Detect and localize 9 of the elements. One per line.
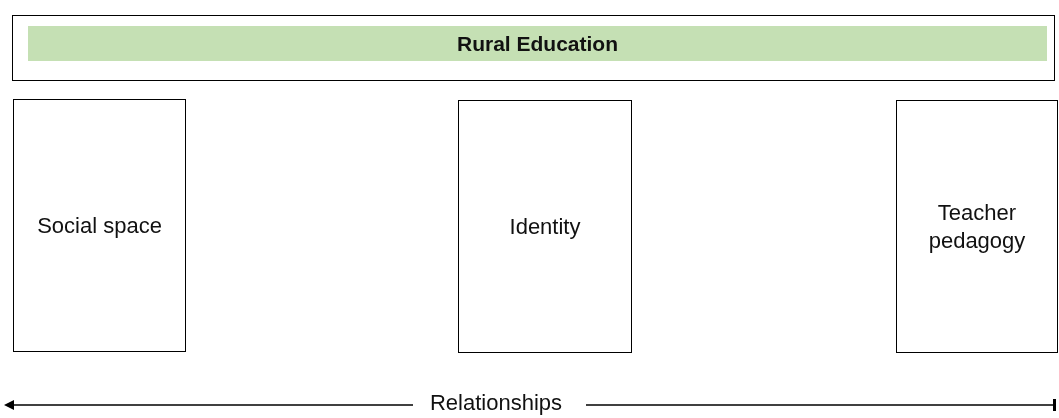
box-label: Teacher pedagogy xyxy=(927,199,1027,254)
concept-box xyxy=(13,99,186,352)
heading-band: Rural Education xyxy=(28,26,1047,61)
box-label: Identity xyxy=(508,212,582,241)
header-frame xyxy=(12,15,1055,81)
concept-box xyxy=(458,100,632,353)
concept-box xyxy=(896,100,1058,353)
axis-label: Relationships xyxy=(428,390,564,416)
box-label: Social space xyxy=(36,211,163,240)
